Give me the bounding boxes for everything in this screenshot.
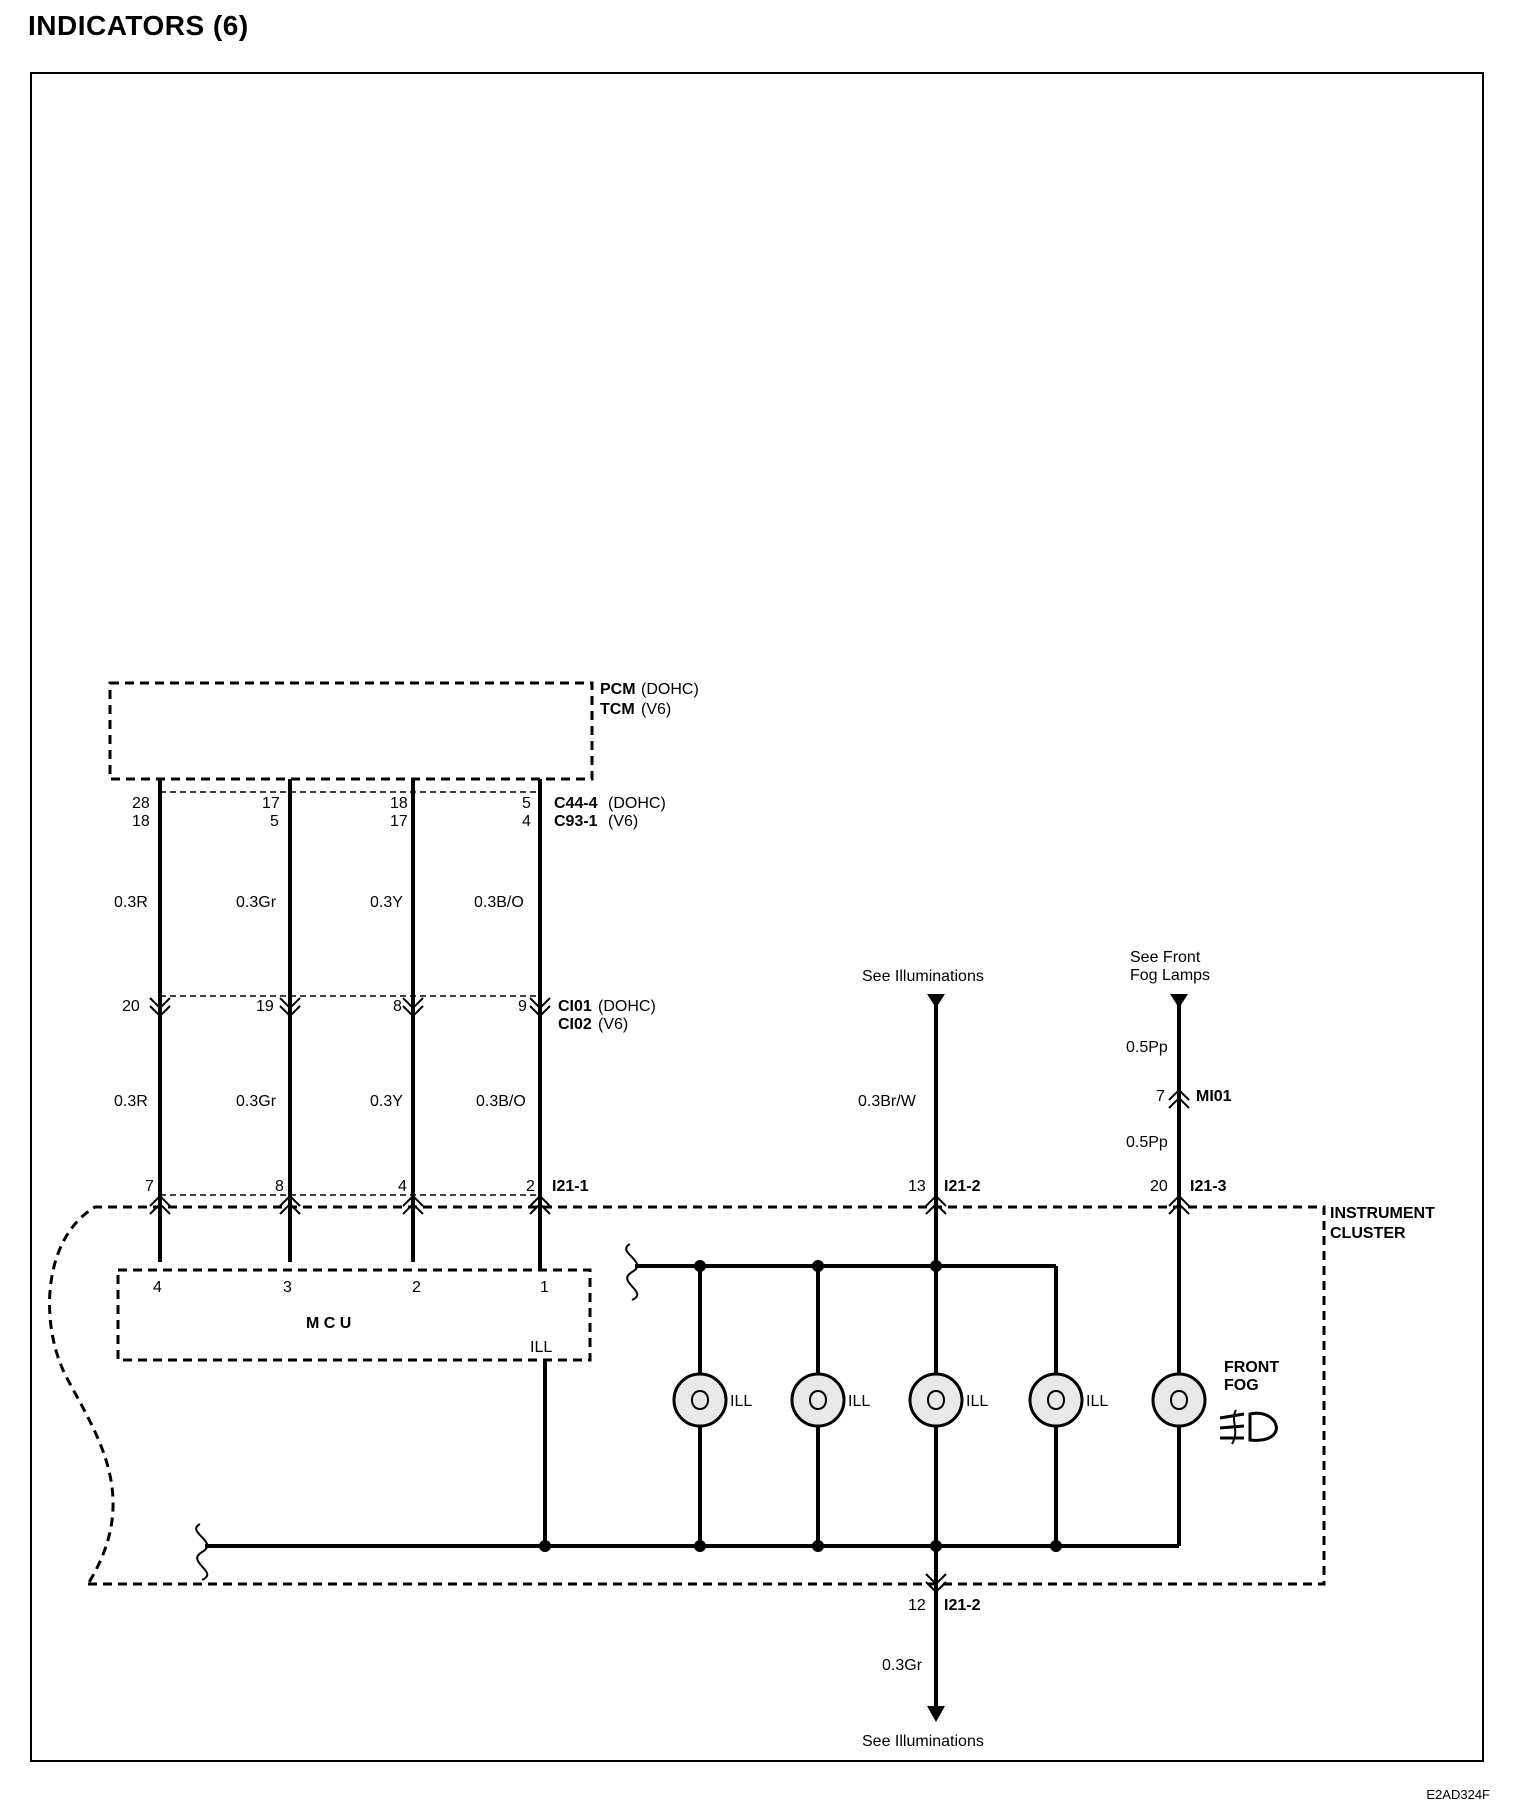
- mi01-pin: 7: [1156, 1088, 1165, 1105]
- i21-2-top-chevron: [925, 1194, 947, 1215]
- pcm-pin-v6-4: 4: [522, 813, 531, 830]
- mcu-pin-1: 4: [153, 1279, 162, 1296]
- ci01-suffix: (DOHC): [598, 998, 656, 1015]
- break-symbol-icon: [625, 1243, 639, 1301]
- pcm-pin-v6-1: 18: [132, 813, 150, 830]
- c93-label: C93-1: [554, 813, 598, 830]
- ground-wire-label: 0.3Gr: [882, 1657, 923, 1674]
- wire-label-3a: 0.3Y: [370, 894, 403, 911]
- i21-2-top-label: I21-2: [944, 1178, 981, 1195]
- front-fog-bulb-icon: [1151, 1372, 1207, 1428]
- instrument-cluster-box: [48, 1205, 1326, 1586]
- c93-suffix: (V6): [608, 813, 638, 830]
- down-arrow-icon: [927, 994, 945, 1008]
- wire-label-1b: 0.3R: [114, 1093, 148, 1110]
- mcu-pin-2: 3: [283, 1279, 292, 1296]
- bulb-ill-label-4: ILL: [1086, 1393, 1108, 1410]
- wire-label-2b: 0.3Gr: [236, 1093, 277, 1110]
- see-illuminations-bottom: See Illuminations: [862, 1733, 984, 1750]
- cluster-pin-4: 2: [526, 1178, 535, 1195]
- bulb-icon-4: [1028, 1372, 1084, 1428]
- ci-pin-2: 19: [256, 998, 274, 1015]
- see-front-fog-line2: Fog Lamps: [1130, 967, 1210, 984]
- pcm-pin-dohc-3: 18: [390, 795, 408, 812]
- ci02-label: CI02: [558, 1016, 592, 1033]
- ground-break-symbol-icon: [195, 1523, 209, 1581]
- wire-label-2a: 0.3Gr: [236, 894, 277, 911]
- tcm-suffix: (V6): [641, 701, 671, 718]
- wire-label-4a: 0.3B/O: [474, 894, 524, 911]
- front-fog-label-line1: FRONT: [1224, 1359, 1279, 1376]
- bulb-icon-1: [672, 1372, 728, 1428]
- i21-1-label: I21-1: [552, 1178, 589, 1195]
- i21-2-bottom-label: I21-2: [944, 1597, 981, 1614]
- bulb-ill-label-3: ILL: [966, 1393, 988, 1410]
- pcm-pin-v6-3: 17: [390, 813, 408, 830]
- ci-pin-3: 8: [393, 998, 402, 1015]
- bulb-icon-2: [790, 1372, 846, 1428]
- pcm-suffix: (DOHC): [641, 681, 699, 698]
- pcm-pin-dohc-2: 17: [262, 795, 280, 812]
- ground-arrow-icon: [927, 1706, 945, 1722]
- fog-down-arrow-icon: [1170, 994, 1188, 1008]
- illumination-wire-label: 0.3Br/W: [858, 1093, 917, 1110]
- drawing-code: E2AD324F: [1426, 1787, 1490, 1802]
- page-title: INDICATORS (6): [28, 10, 249, 41]
- cluster-pin-2: 8: [275, 1178, 284, 1195]
- junction-dots: [539, 1260, 1062, 1552]
- fog-wire-label-b: 0.5Pp: [1126, 1134, 1168, 1151]
- cluster-pin-1: 7: [145, 1178, 154, 1195]
- pcm-label: PCM: [600, 681, 636, 698]
- pcm-pin-v6-2: 5: [270, 813, 279, 830]
- ci-pin-4: 9: [518, 998, 527, 1015]
- wire-label-1a: 0.3R: [114, 894, 148, 911]
- pcm-pin-dohc-1: 28: [132, 795, 150, 812]
- tcm-label: TCM: [600, 701, 635, 718]
- ci-pin-1: 20: [122, 998, 140, 1015]
- front-fog-label-line2: FOG: [1224, 1377, 1259, 1394]
- mcu-ill-label: ILL: [530, 1339, 552, 1356]
- fog-wire-label-a: 0.5Pp: [1126, 1039, 1168, 1056]
- cluster-pin-3: 4: [398, 1178, 407, 1195]
- wire-label-3b: 0.3Y: [370, 1093, 403, 1110]
- c44-suffix: (DOHC): [608, 795, 666, 812]
- bulb-icon-3: [908, 1372, 964, 1428]
- i21-1-chevrons: [149, 1194, 551, 1215]
- c44-label: C44-4: [554, 795, 598, 812]
- mcu-pin-4: 1: [540, 1279, 549, 1296]
- fog-lamp-symbol-icon: [1219, 1409, 1278, 1445]
- circuit-wires: [158, 779, 547, 1545]
- pcm-pin-dohc-4: 5: [522, 795, 531, 812]
- illumination-pin: 13: [908, 1178, 926, 1195]
- mcu-box: [116, 1268, 592, 1362]
- wire-label-4b: 0.3B/O: [476, 1093, 526, 1110]
- mi01-chevron: [1168, 1088, 1190, 1109]
- see-front-fog-line1: See Front: [1130, 949, 1201, 966]
- mcu-label: M C U: [306, 1315, 351, 1332]
- ground-pin: 12: [908, 1597, 926, 1614]
- ci01-chevrons: [149, 997, 551, 1018]
- i21-3-chevron: [1168, 1194, 1190, 1215]
- cluster-label-line2: CLUSTER: [1330, 1225, 1406, 1242]
- mi01-label: MI01: [1196, 1088, 1232, 1105]
- diagram-frame: [30, 72, 1484, 1762]
- i21-3-label: I21-3: [1190, 1178, 1227, 1195]
- ci02-suffix: (V6): [598, 1016, 628, 1033]
- ci01-label: CI01: [558, 998, 592, 1015]
- pcm-module-box: [108, 681, 594, 781]
- see-illuminations-top: See Illuminations: [862, 968, 984, 985]
- mcu-pin-3: 2: [412, 1279, 421, 1296]
- bulb-ill-label-1: ILL: [730, 1393, 752, 1410]
- bulb-ill-label-2: ILL: [848, 1393, 870, 1410]
- cluster-label-line1: INSTRUMENT: [1330, 1205, 1435, 1222]
- fog-pin: 20: [1150, 1178, 1168, 1195]
